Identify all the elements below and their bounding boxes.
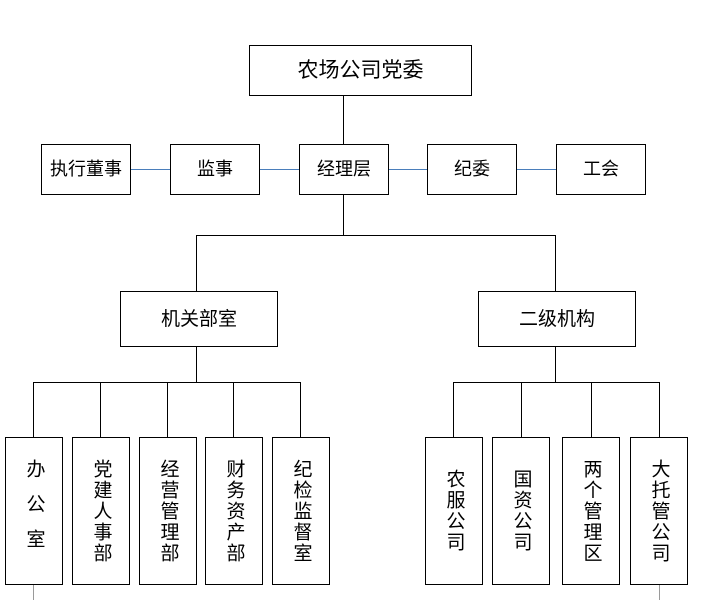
node-agri-service-company[interactable]: 农服公司 <box>425 437 483 585</box>
node-management-label: 经理层 <box>317 158 371 180</box>
node-office-label: 办公室 <box>23 458 46 564</box>
node-finance-assets-label: 财务资产部 <box>223 458 246 564</box>
connector-institutions-drop-4 <box>659 382 661 437</box>
node-agency-departments[interactable]: 机关部室 <box>120 291 278 347</box>
connector-management-discipline <box>389 169 427 171</box>
node-large-trusteeship-company[interactable]: 大托管公司 <box>630 437 688 585</box>
connector-level3-bus <box>196 235 556 237</box>
node-finance-assets[interactable]: 财务资产部 <box>205 437 263 585</box>
node-exec-director[interactable]: 执行董事 <box>41 144 131 195</box>
node-state-assets-company[interactable]: 国资公司 <box>492 437 550 585</box>
node-exec-director-label: 执行董事 <box>50 158 122 180</box>
connector-institutions-drop-3 <box>591 382 593 437</box>
node-management[interactable]: 经理层 <box>299 144 389 195</box>
node-office[interactable]: 办公室 <box>5 437 63 585</box>
node-business-management[interactable]: 经营管理部 <box>139 437 197 585</box>
node-agri-service-company-label: 农服公司 <box>443 469 466 553</box>
connector-institutions-bus <box>453 382 660 384</box>
node-two-management-zones-label: 两个管理区 <box>580 458 603 564</box>
connector-stub-large-trusteeship-bottom <box>659 585 661 600</box>
connector-supervisor-management <box>260 169 299 171</box>
node-two-management-zones[interactable]: 两个管理区 <box>562 437 620 585</box>
connector-execdirector-supervisor <box>131 169 170 171</box>
node-labor-union[interactable]: 工会 <box>556 144 646 195</box>
connector-institutions-drop-2 <box>521 382 523 437</box>
node-state-assets-company-label: 国资公司 <box>510 469 533 553</box>
connector-bus-to-agency-departments <box>196 235 198 291</box>
connector-institutions-drop-1 <box>453 382 455 437</box>
connector-root-to-management <box>343 96 345 144</box>
connector-discipline-union <box>517 169 556 171</box>
node-large-trusteeship-company-label: 大托管公司 <box>648 458 671 564</box>
node-party-committee-label: 农场公司党委 <box>297 58 424 83</box>
node-supervisor-label: 监事 <box>197 158 233 180</box>
connector-departments-drop-1 <box>33 382 35 437</box>
node-business-management-label: 经营管理部 <box>157 458 180 564</box>
node-agency-departments-label: 机关部室 <box>160 307 237 330</box>
node-supervisor[interactable]: 监事 <box>170 144 260 195</box>
node-secondary-institutions[interactable]: 二级机构 <box>478 291 636 347</box>
connector-secondary-institutions-drop <box>555 347 557 383</box>
connector-departments-drop-2 <box>100 382 102 437</box>
connector-agency-departments-drop <box>196 347 198 383</box>
node-discipline-inspection[interactable]: 纪检监督室 <box>272 437 330 585</box>
connector-bus-to-secondary-institutions <box>555 235 557 291</box>
connector-departments-drop-4 <box>233 382 235 437</box>
connector-departments-drop-3 <box>167 382 169 437</box>
node-discipline-inspection-label: 纪检监督室 <box>290 458 313 564</box>
connector-stub-office-bottom <box>33 585 35 600</box>
node-party-building-hr-label: 党建人事部 <box>90 458 113 564</box>
node-discipline-committee-label: 纪委 <box>454 158 490 180</box>
node-secondary-institutions-label: 二级机构 <box>518 307 595 330</box>
node-discipline-committee[interactable]: 纪委 <box>427 144 517 195</box>
connector-departments-drop-5 <box>300 382 302 437</box>
node-labor-union-label: 工会 <box>583 158 619 180</box>
node-party-building-hr[interactable]: 党建人事部 <box>72 437 130 585</box>
connector-management-drop <box>343 195 345 236</box>
node-party-committee[interactable]: 农场公司党委 <box>249 45 472 96</box>
